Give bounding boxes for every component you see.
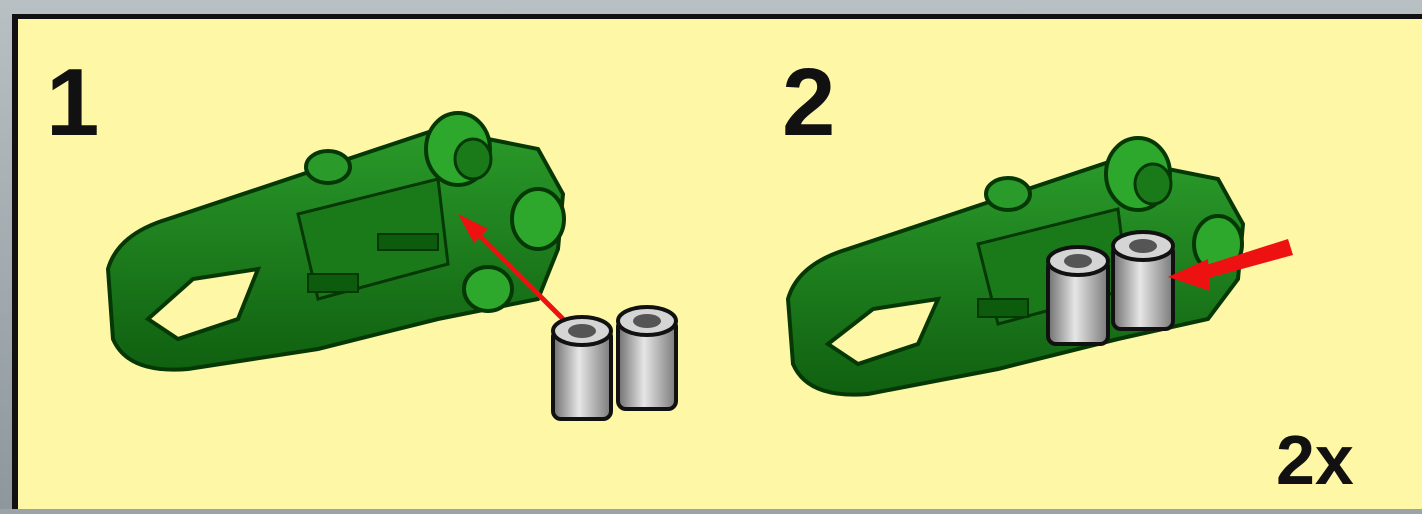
green-beam-part-1	[108, 113, 564, 370]
step-1-illustration	[18, 19, 1422, 514]
instruction-panel: 1 2 2x	[12, 14, 1422, 509]
bushing-pair-1	[553, 307, 676, 419]
